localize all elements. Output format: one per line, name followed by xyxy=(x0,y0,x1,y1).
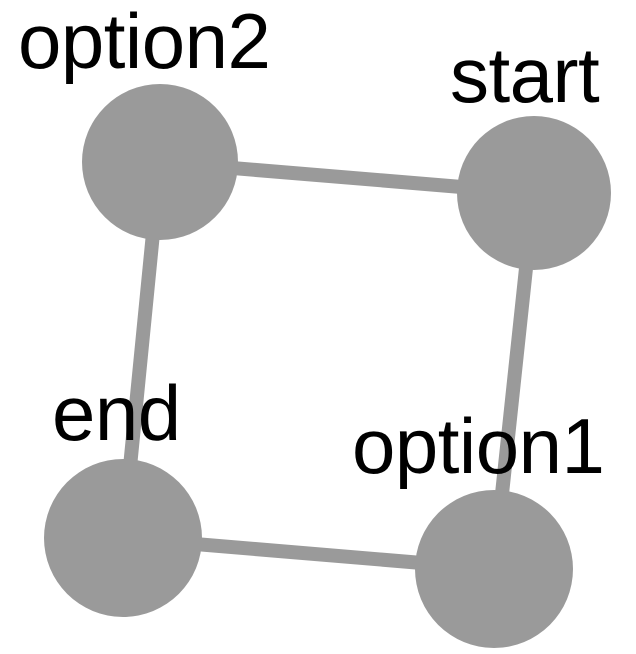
graph-node-label: option1 xyxy=(352,402,605,490)
graph-node[interactable] xyxy=(415,490,573,648)
graph-node[interactable] xyxy=(44,459,202,617)
graph-node[interactable] xyxy=(457,116,611,270)
node-layer xyxy=(44,84,611,648)
graph-node[interactable] xyxy=(82,84,238,240)
graph-node-label: start xyxy=(450,31,600,119)
graph-node-label: option2 xyxy=(18,0,271,85)
graph-node-label: end xyxy=(52,369,181,457)
